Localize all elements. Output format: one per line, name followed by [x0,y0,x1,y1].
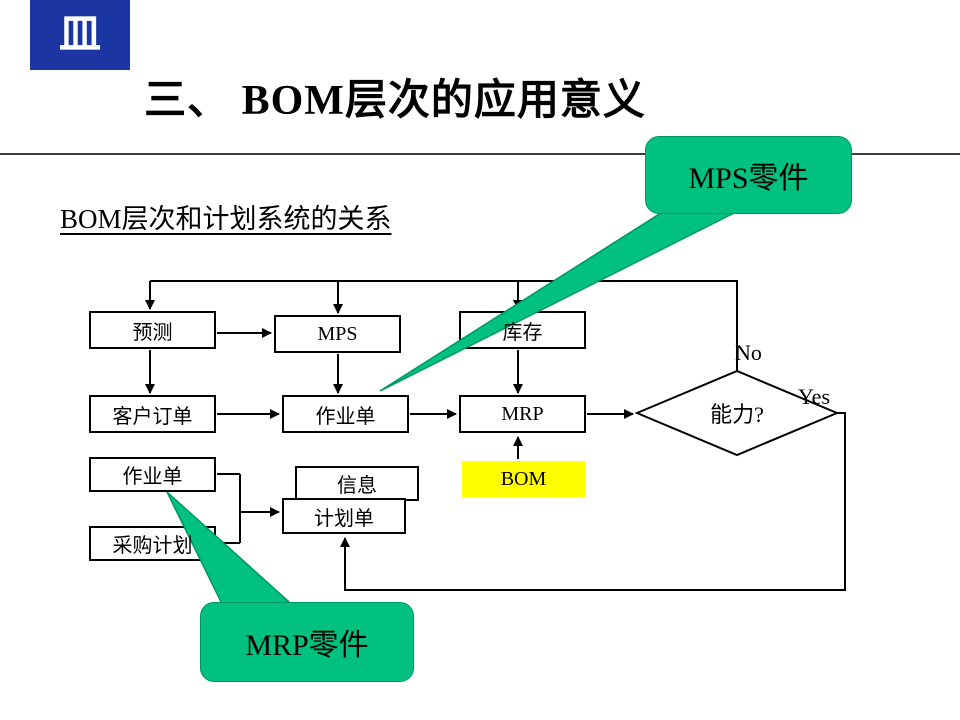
mps-parts-callout: MPS零件 [645,136,852,214]
title-divider [0,153,960,155]
info-box: 信息 [337,475,377,497]
plan-order-box-shape [282,498,406,534]
plan-order-box: 计划单 [314,507,374,530]
forecast-box-shape [89,311,216,349]
bom-box-shape [462,461,585,497]
mps-box: MPS [317,322,358,345]
inventory-box: 库存 [502,321,543,344]
work-order-2-box-shape [89,457,216,492]
mps-callout-pointer [379,205,749,392]
mrp-box-shape [459,395,586,433]
logo-icon: 皿 [58,12,101,58]
yes-path-line [340,412,846,591]
no-label: No [735,340,762,365]
work-order-2-box: 作业单 [122,466,183,488]
customer-order-box: 客户订单 [112,405,193,428]
mps-box-shape [274,315,401,353]
mrp-box: MRP [501,402,544,425]
bom-box: BOM [500,467,547,490]
capacity-diamond-shape [634,369,840,457]
forecast-box: 预测 [132,321,173,344]
logo: 皿 [30,0,130,70]
yes-label: Yes [798,384,831,409]
no-feedback-line [150,280,738,371]
customer-order-box-shape [89,395,216,433]
work-order-box: 作业单 [315,405,376,428]
capacity-diamond: 能力? [710,402,764,427]
work-order-box-shape [282,395,409,433]
diagram-subtitle: BOM层次和计划系统的关系 [60,204,392,234]
mrp-parts-callout: MRP零件 [200,602,414,682]
purchase-plan-box: 采购计划 [112,535,193,557]
page-title: 三、 BOM层次的应用意义 [144,78,646,124]
